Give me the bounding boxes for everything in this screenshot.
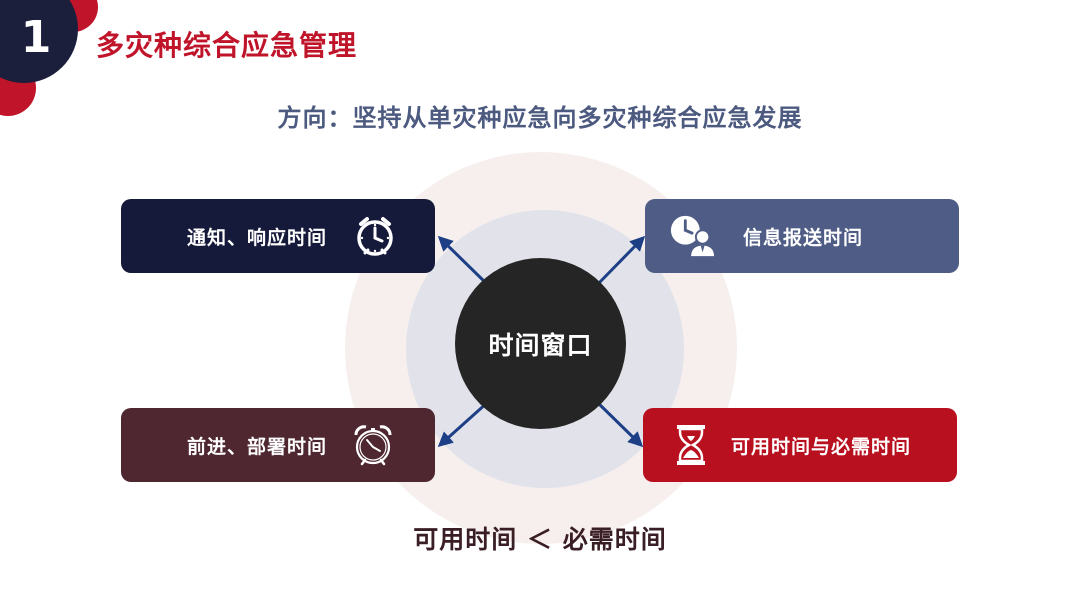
alarm-clock-icon	[349, 421, 397, 469]
footer-formula: 可用时间 ＜ 必需时间	[413, 525, 667, 554]
page-title: 多灾种综合应急管理	[96, 29, 358, 62]
alarm-clock-icon	[351, 212, 399, 260]
box-advance-deploy: 前进、部署时间	[121, 408, 435, 482]
clock-person-icon	[669, 212, 717, 260]
box-label: 通知、响应时间	[187, 226, 328, 249]
hourglass-icon	[667, 421, 715, 469]
box-label: 前进、部署时间	[187, 435, 328, 458]
subtitle: 方向：坚持从单灾种应急向多灾种综合应急发展	[277, 104, 803, 132]
center-label: 时间窗口	[488, 330, 593, 360]
section-number: 1	[20, 12, 52, 63]
box-notify-response: 通知、响应时间	[121, 199, 435, 273]
box-label: 信息报送时间	[743, 226, 864, 249]
box-label: 可用时间与必需时间	[731, 435, 912, 458]
center-circle: 时间窗口	[455, 258, 626, 429]
box-info-report: 信息报送时间	[645, 199, 959, 273]
box-available-required: 可用时间与必需时间	[643, 408, 957, 482]
